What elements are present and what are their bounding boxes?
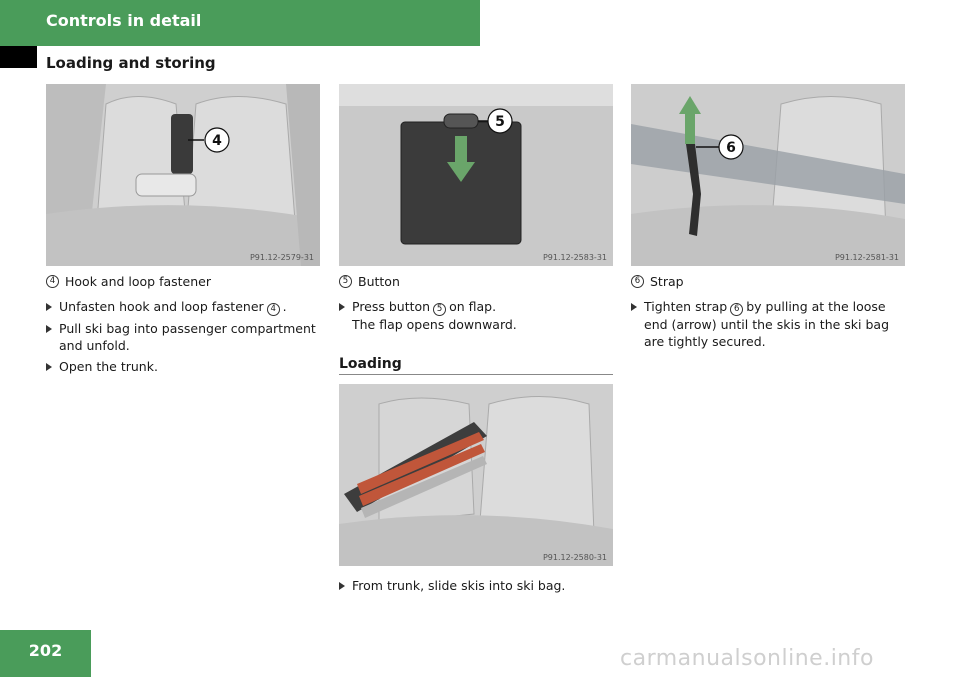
photo-ref-label: P91.12-2579-31	[249, 253, 314, 262]
photo-strap: 6 P91.12-2581-31	[631, 84, 905, 266]
arrow-right-icon	[46, 325, 52, 333]
callout-4: 4	[212, 133, 222, 149]
page-number-box: 202	[0, 630, 91, 677]
photo-ref-label: P91.12-2581-31	[834, 253, 899, 262]
caption: 5 Button	[339, 273, 615, 290]
chapter-title: Controls in detail	[46, 11, 202, 30]
caption-text: Hook and loop fastener	[65, 274, 211, 289]
arrow-right-icon	[339, 582, 345, 590]
step-item: Open the trunk.	[46, 358, 322, 375]
arrow-right-icon	[46, 303, 52, 311]
section-title: Loading and storing	[46, 54, 216, 72]
caption-text: Strap	[650, 274, 684, 289]
caption-number: 6	[631, 275, 644, 288]
caption: 4 Hook and loop fastener	[46, 273, 322, 290]
caption-text: Button	[358, 274, 400, 289]
caption-number: 4	[46, 275, 59, 288]
step-item: From trunk, slide skis into ski bag.	[339, 577, 615, 594]
photo-hook-loop-fastener: 4 P91.12-2579-31	[46, 84, 320, 266]
arrow-right-icon	[339, 303, 345, 311]
callout-6: 6	[726, 140, 736, 156]
column-1-text: 4 Hook and loop fastener Unfasten hook a…	[46, 273, 322, 379]
chapter-header-bar: Controls in detail	[0, 0, 480, 46]
arrow-right-icon	[631, 303, 637, 311]
callout-5: 5	[495, 114, 505, 130]
step-item: Pull ski bag into passenger compartment …	[46, 320, 322, 354]
watermark: carmanualsonline.info	[620, 646, 874, 671]
photo-button-flap: 5 P91.12-2583-31	[339, 84, 613, 266]
loading-step-text: From trunk, slide skis into ski bag.	[339, 577, 615, 598]
caption-number: 5	[339, 275, 352, 288]
section-marker	[0, 46, 37, 68]
caption: 6 Strap	[631, 273, 907, 290]
photo-ref-label: P91.12-2580-31	[542, 553, 607, 562]
page-number: 202	[28, 641, 63, 660]
photo-ref-label: P91.12-2583-31	[542, 253, 607, 262]
photo-loading-skis: P91.12-2580-31	[339, 384, 613, 566]
arrow-right-icon	[46, 363, 52, 371]
section-heading-loading: Loading	[339, 356, 613, 375]
